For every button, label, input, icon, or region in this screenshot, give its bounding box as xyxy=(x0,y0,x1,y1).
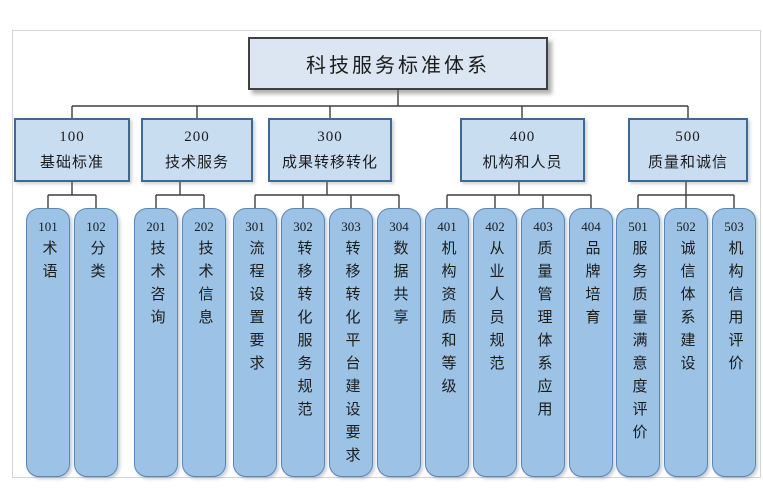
leaf-node-502: 502 诚信体系建设 xyxy=(664,208,708,477)
leaf-code: 502 xyxy=(676,219,696,234)
leaf-code: 503 xyxy=(724,219,744,234)
leaf-node-503: 503 机构信用评价 xyxy=(712,208,756,477)
branch-node-100: 100 基础标准 xyxy=(14,118,130,182)
branch-name: 机构和人员 xyxy=(482,155,563,171)
leaf-code: 202 xyxy=(194,219,214,234)
leaf-code: 201 xyxy=(146,219,166,234)
leaf-label: 品牌培育 xyxy=(583,240,600,332)
leaf-label: 流程设置要求 xyxy=(247,240,264,378)
leaf-label: 服务质量满意度评价 xyxy=(630,240,647,447)
branch-code: 300 xyxy=(317,128,343,145)
leaf-label: 机构信用评价 xyxy=(726,240,743,378)
root-label: 科技服务标准体系 xyxy=(306,55,490,77)
leaf-label: 数据共享 xyxy=(391,240,408,332)
leaf-label: 诚信体系建设 xyxy=(678,240,695,378)
branch-node-300: 300 成果转移转化 xyxy=(268,118,392,182)
leaf-code: 102 xyxy=(86,219,106,234)
branch-node-500: 500 质量和诚信 xyxy=(628,118,748,182)
leaf-label: 转移转化服务规范 xyxy=(295,240,312,424)
leaf-code: 402 xyxy=(485,219,505,234)
leaf-node-501: 501 服务质量满意度评价 xyxy=(616,208,660,477)
leaf-code: 301 xyxy=(245,219,265,234)
leaf-node-304: 304 数据共享 xyxy=(377,208,421,477)
leaf-node-303: 303 转移转化平台建设要求 xyxy=(329,208,373,477)
leaf-code: 101 xyxy=(38,219,58,234)
branch-name: 技术服务 xyxy=(164,155,229,171)
leaf-label: 转移转化平台建设要求 xyxy=(343,240,360,470)
leaf-code: 303 xyxy=(341,219,361,234)
leaf-node-302: 302 转移转化服务规范 xyxy=(281,208,325,477)
branch-code: 400 xyxy=(509,128,536,145)
leaf-code: 501 xyxy=(628,219,648,234)
leaf-label: 技术信息 xyxy=(196,240,213,332)
branch-code: 200 xyxy=(184,128,210,145)
branch-name: 质量和诚信 xyxy=(647,155,728,171)
leaf-code: 404 xyxy=(581,219,601,234)
leaf-node-101: 101 术语 xyxy=(26,208,70,477)
root-node: 科技服务标准体系 xyxy=(248,37,548,90)
leaf-label: 分类 xyxy=(88,240,105,286)
leaf-node-402: 402 从业人员规范 xyxy=(473,208,517,477)
leaf-node-403: 403 质量管理体系应用 xyxy=(521,208,565,477)
branch-node-200: 200 技术服务 xyxy=(141,118,253,182)
branch-node-400: 400 机构和人员 xyxy=(460,118,585,182)
leaf-node-404: 404 品牌培育 xyxy=(569,208,613,477)
leaf-code: 403 xyxy=(533,219,553,234)
branch-name: 成果转移转化 xyxy=(281,155,378,171)
leaf-node-202: 202 技术信息 xyxy=(182,208,226,477)
leaf-label: 机构资质和等级 xyxy=(439,240,456,401)
leaf-label: 质量管理体系应用 xyxy=(535,240,552,424)
leaf-label: 从业人员规范 xyxy=(487,240,504,378)
leaf-node-401: 401 机构资质和等级 xyxy=(425,208,469,477)
leaf-label: 术语 xyxy=(40,240,57,286)
leaf-code: 304 xyxy=(389,219,409,234)
branch-name: 基础标准 xyxy=(39,155,104,171)
leaf-node-102: 102 分类 xyxy=(74,208,118,477)
leaf-label: 技术咨询 xyxy=(148,240,165,332)
leaf-code: 401 xyxy=(437,219,457,234)
leaf-code: 302 xyxy=(293,219,313,234)
leaf-node-201: 201 技术咨询 xyxy=(134,208,178,477)
branch-code: 100 xyxy=(59,128,85,145)
branch-code: 500 xyxy=(675,128,701,145)
leaf-node-301: 301 流程设置要求 xyxy=(233,208,277,477)
